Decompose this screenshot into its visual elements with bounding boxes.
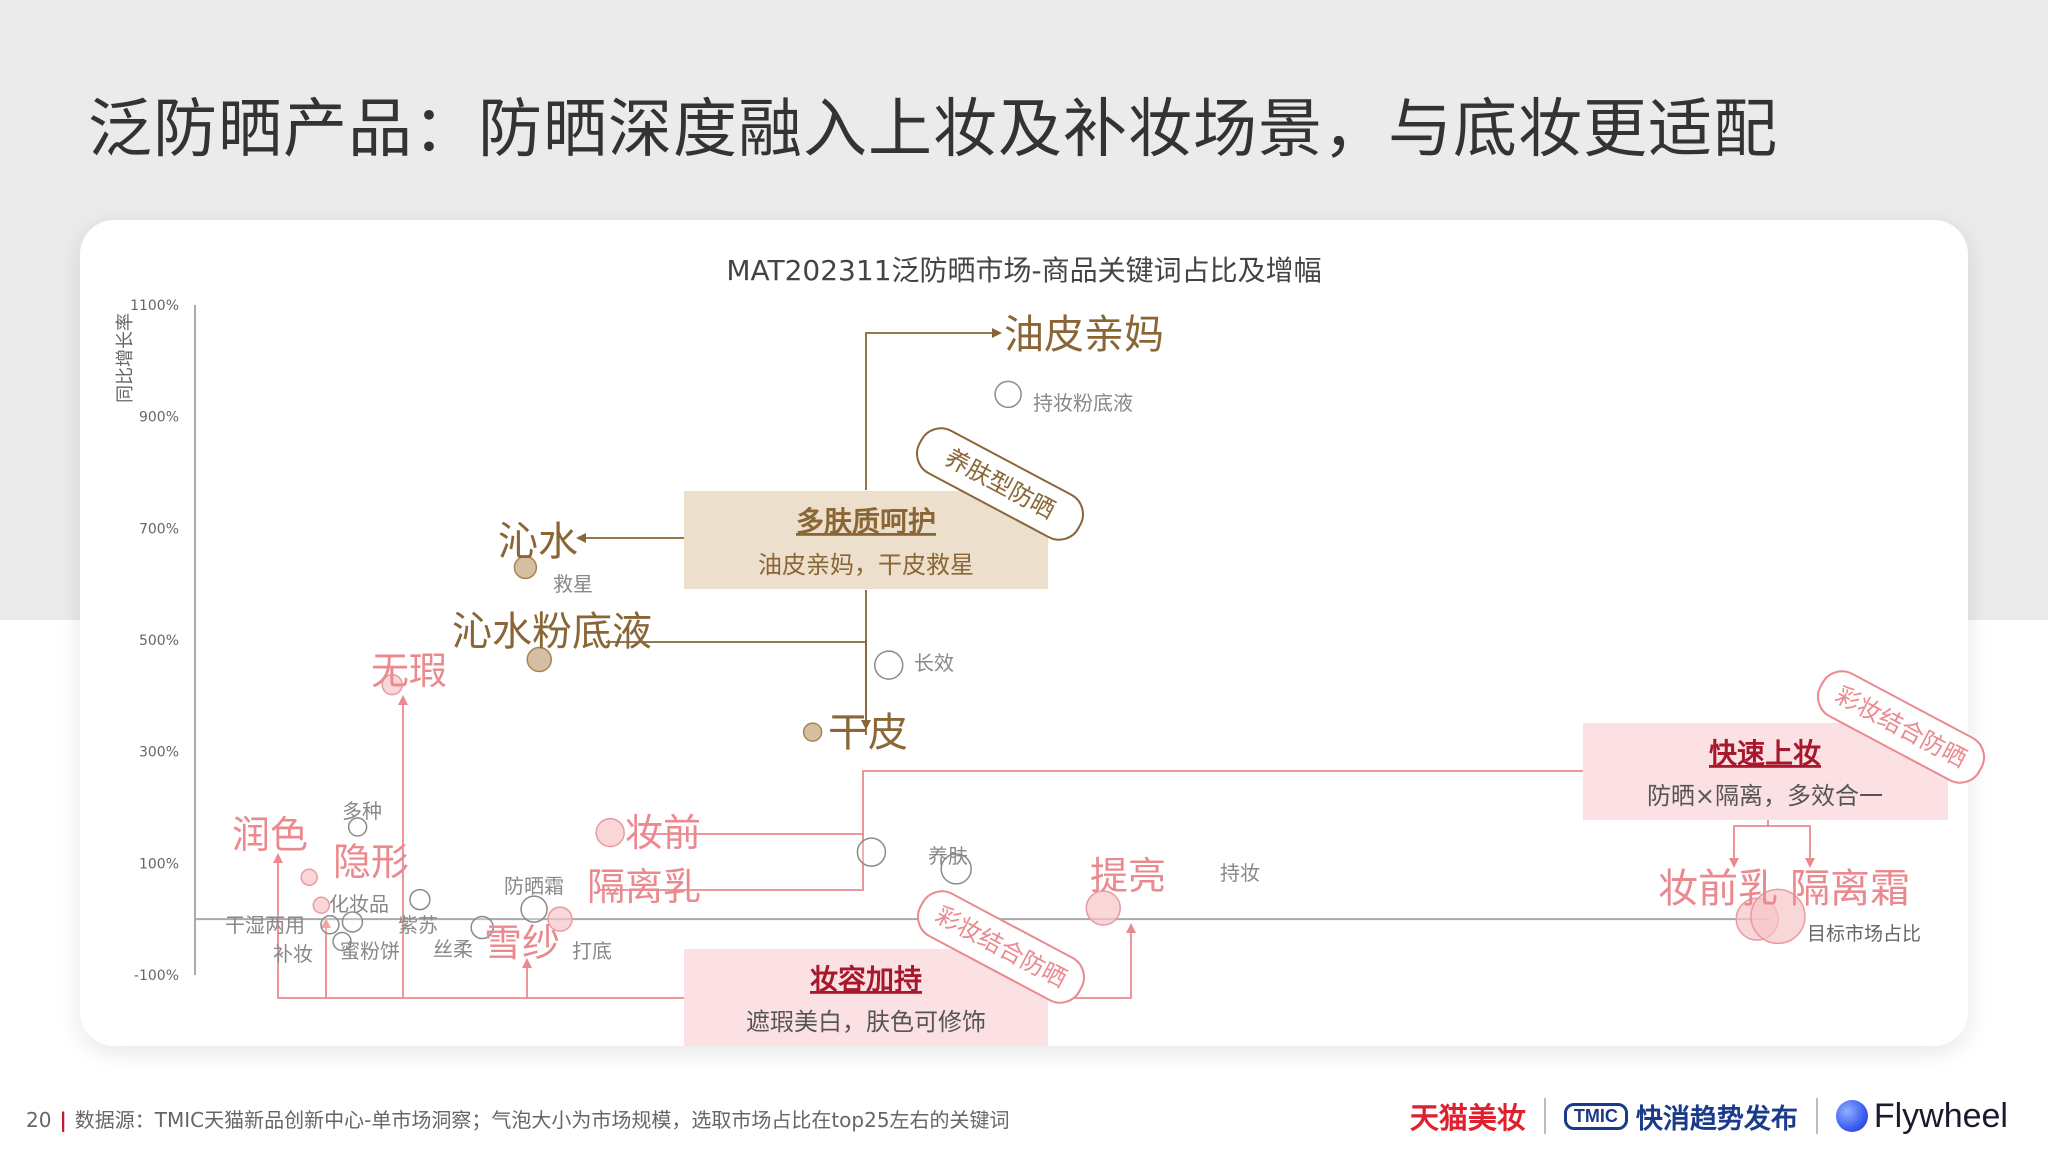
bubble-point: [595, 817, 625, 848]
callout-title: 多肤质呵护: [796, 505, 936, 538]
tmic-text: 快消趋势发布: [1635, 1103, 1798, 1135]
y-axis-label: 同比增长率: [115, 313, 136, 403]
keyword-label: 蜜粉饼: [340, 939, 400, 963]
bubble-point: [1085, 890, 1121, 926]
y-tick-label: 1100%: [130, 298, 179, 314]
bubble-point: [513, 555, 538, 580]
y-tick-label: 700%: [139, 521, 179, 537]
source-note: 数据源：TMIC天猫新品创新中心-单市场洞察；气泡大小为市场规模，选取市场占比在…: [74, 1108, 1010, 1132]
highlight-label: 妆前: [625, 811, 701, 855]
page-number: 20: [26, 1108, 52, 1132]
keyword-label: 持妆: [1220, 861, 1260, 885]
bubble-point: [320, 915, 340, 935]
bubble-point: [312, 896, 331, 914]
flywheel-logo: Flywheel: [1835, 1096, 2008, 1136]
bubble-point: [526, 646, 553, 673]
highlight-label: 雪纱: [484, 921, 560, 965]
connector-fast-isolation: [1768, 825, 1815, 868]
highlight-label: 妆前乳: [1658, 866, 1778, 912]
tmic-logo: TMIC 快消趋势发布: [1563, 1097, 1798, 1136]
keyword-label: 紫苏: [398, 913, 438, 937]
logo-divider: [1543, 1098, 1546, 1134]
keyword-label: 丝柔: [433, 937, 473, 961]
highlight-label: 提亮: [1090, 854, 1166, 898]
highlight-label: 沁水: [498, 519, 578, 565]
tag-border: [916, 427, 1084, 541]
keyword-label: 补妆: [273, 942, 313, 966]
keyword-label: 养肤: [928, 844, 968, 868]
highlight-label: 隔离霜: [1790, 866, 1910, 912]
connector-isolation: [600, 770, 1583, 891]
tag-border: [1817, 670, 1985, 784]
flywheel-text: Flywheel: [1873, 1096, 2008, 1135]
bubble-point: [547, 906, 573, 932]
callout-box: [684, 491, 1048, 589]
chart-title: MAT202311泛防晒市场-商品关键词占比及增幅: [726, 254, 1321, 287]
x-axis-label: 目标市场占比: [1807, 923, 1921, 945]
keyword-label: 化妆品: [329, 892, 389, 916]
keyword-label: 多种: [342, 799, 382, 823]
bubble-point: [381, 673, 403, 696]
logo-divider: [1815, 1098, 1818, 1134]
keyword-label: 防晒霜: [504, 874, 564, 898]
keyword-label: 长效: [914, 651, 954, 675]
highlight-label: 隐形: [333, 840, 409, 884]
y-tick-label: 300%: [139, 745, 179, 761]
y-tick-label: 900%: [139, 410, 179, 426]
bubble-point: [994, 380, 1022, 409]
connector-youpi: [865, 328, 1002, 490]
bubble-point: [347, 817, 368, 837]
bubble-point: [409, 888, 431, 911]
footer-logos: 天猫美妆 TMIC 快消趋势发布 Flywheel: [1410, 1092, 2008, 1140]
bubble-point: [940, 853, 972, 885]
highlight-label: 润色: [232, 813, 308, 857]
bubble-point: [802, 722, 823, 742]
bubble-point: [300, 868, 318, 887]
bubble-point: [470, 915, 494, 940]
highlight-label: 干皮: [828, 710, 908, 756]
tag-border: [917, 890, 1085, 1004]
bubble-point: [873, 650, 904, 680]
y-tick-label: -100%: [134, 968, 179, 984]
keyword-label: 持妆粉底液: [1033, 391, 1133, 415]
y-tick-label: 500%: [139, 633, 179, 649]
footer-separator: |: [59, 1108, 67, 1132]
callout-text: 防晒×隔离，多效合一: [1647, 782, 1883, 810]
bubble-point: [341, 911, 364, 933]
highlight-label: 隔离乳: [587, 865, 701, 909]
connector-runse: [273, 853, 684, 999]
callout-text: 油皮亲妈，干皮救星: [758, 551, 974, 579]
callout-text: 遮瑕美白，肤色可修饰: [746, 1008, 986, 1036]
highlight-label: 无瑕: [371, 649, 447, 693]
bubble-point: [332, 931, 352, 952]
bubble-point: [1750, 888, 1806, 945]
callout-title: 快速上妆: [1709, 737, 1821, 770]
tmic-badge: TMIC: [1563, 1102, 1628, 1130]
footer-source: 20 | 数据源：TMIC天猫新品创新中心-单市场洞察；气泡大小为市场规模，选取市场…: [26, 1104, 1010, 1133]
tmall-beauty-logo: 天猫美妆: [1409, 1101, 1526, 1135]
keyword-label: 干湿两用: [225, 913, 305, 937]
keyword-label: 救星: [553, 572, 593, 596]
highlight-label: 沁水粉底液: [452, 609, 652, 655]
bubble-point: [520, 895, 548, 923]
page-title: 泛防晒产品：防晒深度融入上妆及补妆场景，与底妆更适配: [88, 93, 1778, 167]
y-tick-label: 100%: [139, 856, 179, 872]
chart-card: [80, 220, 1968, 1046]
keyword-label: 打底: [572, 939, 612, 963]
bubble-point: [856, 837, 887, 867]
flywheel-mark-icon: [1835, 1100, 1868, 1132]
callout-title: 妆容加持: [810, 963, 922, 996]
connector-tiliang: [1048, 923, 1136, 999]
highlight-label: 油皮亲妈: [1004, 312, 1164, 358]
